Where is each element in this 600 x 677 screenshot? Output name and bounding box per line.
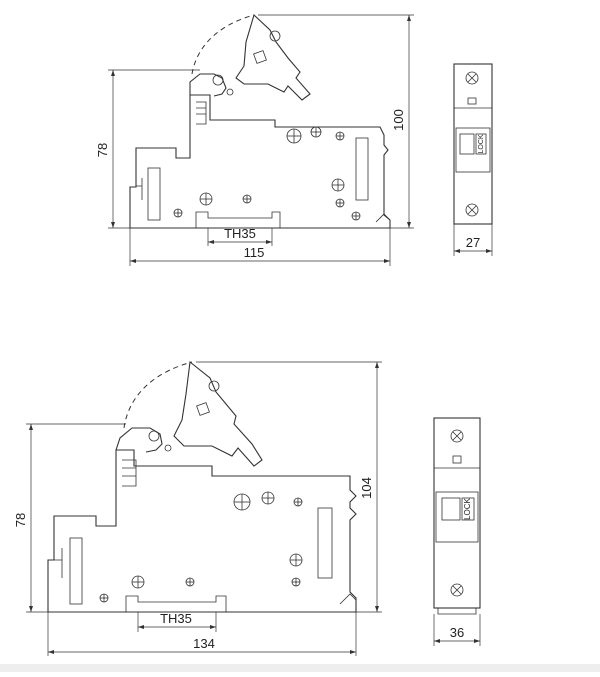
upper-rail-label: TH35	[224, 226, 256, 241]
lower-rail-label: TH35	[160, 611, 192, 626]
upper-width-label: 115	[244, 245, 265, 260]
lower-front-width-label: 36	[450, 625, 464, 640]
upper-front-width-label: 27	[466, 235, 480, 250]
lower-width-label: 134	[193, 636, 215, 651]
lower-height-label: 104	[359, 477, 374, 499]
upper-lever-height-label: 78	[95, 143, 110, 157]
lower-lever-height-label: 78	[13, 513, 28, 527]
upper-lock-text: LOCK	[478, 134, 485, 153]
upper-side-view: 115 TH35 100 78	[95, 13, 414, 266]
lower-front-view: LOCK 36	[433, 417, 481, 646]
lower-lock-text: LOCK	[463, 497, 472, 519]
upper-height-label: 100	[391, 109, 406, 131]
bottom-strip	[0, 664, 600, 672]
upper-front-view: LOCK 27	[453, 63, 493, 256]
lower-side-view: 134 TH35 104 78	[13, 360, 382, 656]
